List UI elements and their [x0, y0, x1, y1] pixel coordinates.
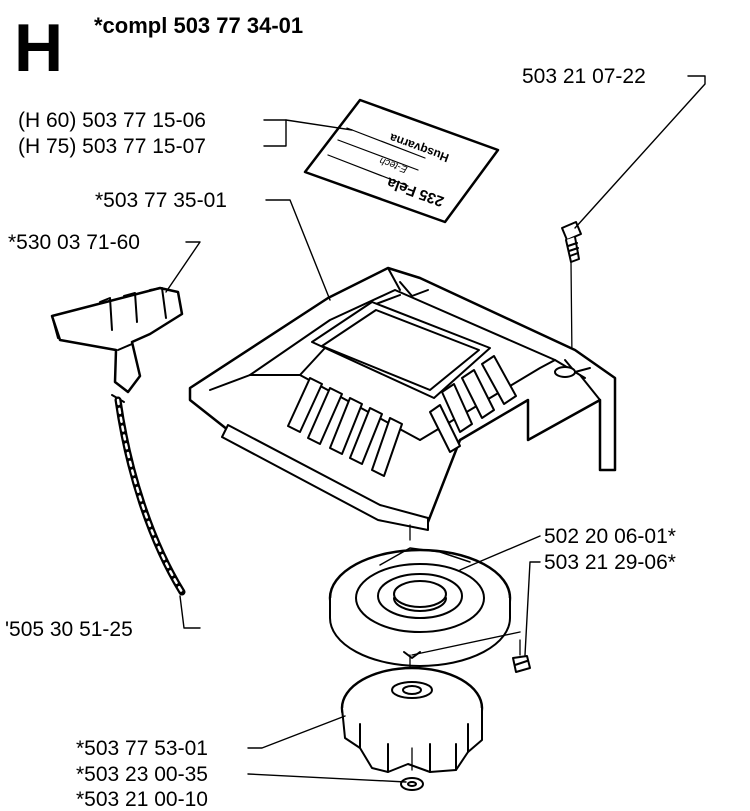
- part-label-decal-h75: (H 75) 503 77 15-07: [18, 135, 206, 158]
- starter-cover: [188, 266, 617, 531]
- part-label-screw-top: 503 21 07-22: [522, 65, 646, 88]
- part-label-small-screw: 503 21 29-06*: [544, 551, 676, 574]
- starter-rope: [114, 396, 186, 596]
- part-label-decal-h60: (H 60) 503 77 15-06: [18, 109, 206, 132]
- part-label-handle: *530 03 71-60: [8, 231, 140, 254]
- part-label-pulley: *503 77 53-01: [76, 737, 208, 760]
- part-label-bottom-cut: *503 21 00-10: [76, 788, 208, 811]
- assembly-label: *compl 503 77 34-01: [94, 13, 304, 38]
- decal-plate: 235 Fela E-tech Husqvarna: [303, 98, 500, 224]
- leader-lines: [165, 75, 706, 783]
- part-label-rope: '505 30 51-25: [5, 618, 133, 641]
- part-label-cover: *503 77 35-01: [95, 189, 227, 212]
- screw-top: [561, 221, 582, 361]
- washer: [400, 777, 424, 791]
- starter-handle: [50, 286, 184, 403]
- section-letter: H: [14, 10, 64, 86]
- part-label-spring-housing: 502 20 06-01*: [544, 525, 676, 548]
- pulley: [340, 666, 484, 773]
- small-screw: [512, 639, 531, 673]
- part-label-washer: *503 23 00-35: [76, 763, 208, 786]
- spring-housing: [328, 524, 512, 673]
